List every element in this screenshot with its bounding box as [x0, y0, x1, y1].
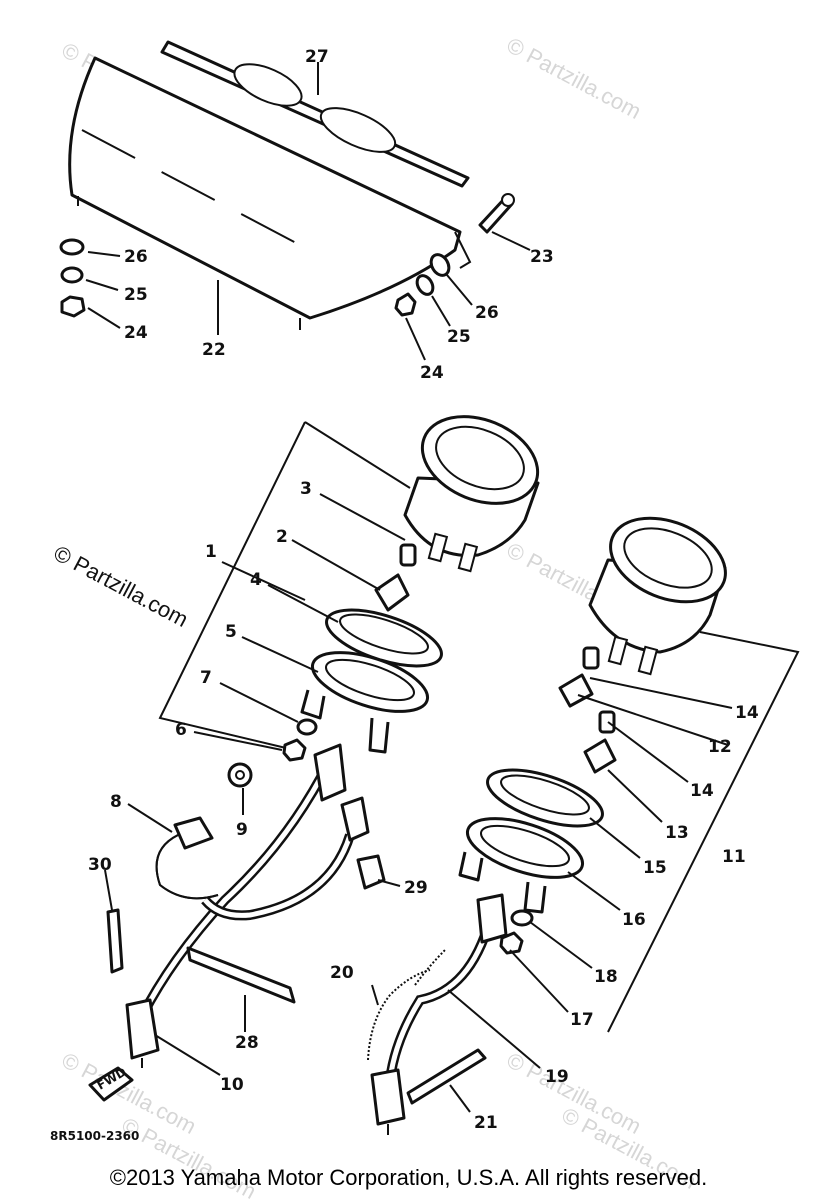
fwd-arrow-icon: FWD — [88, 1065, 134, 1102]
nut-24-right — [394, 292, 417, 317]
callout-5: 5 — [225, 622, 237, 642]
cushion-15 — [486, 768, 604, 828]
callout-26-right: 26 — [475, 303, 499, 323]
callout-11: 11 — [722, 847, 746, 867]
callout-30: 30 — [88, 855, 112, 875]
clamp-28 — [186, 946, 296, 1004]
bracket-16 — [458, 817, 585, 914]
diagram-code: 8R5100-2360 — [50, 1129, 139, 1143]
speedometer-cable-10 — [125, 743, 370, 1068]
socket-2 — [374, 573, 410, 612]
callout-9: 9 — [236, 820, 248, 840]
callout-25-left: 25 — [124, 285, 148, 305]
callout-3: 3 — [300, 479, 312, 499]
callout-22: 22 — [202, 340, 226, 360]
nut-24-left — [60, 295, 86, 318]
callout-24-right: 24 — [420, 363, 444, 383]
tachometer-cable-8 — [155, 816, 219, 900]
tachometer-body-14 — [588, 516, 727, 676]
grommet-9 — [227, 762, 253, 788]
meter-cover-22 — [68, 56, 472, 330]
lockwasher-25-right — [415, 274, 435, 296]
callout-10: 10 — [220, 1075, 244, 1095]
callout-6: 6 — [175, 720, 187, 740]
copyright-notice: ©2013 Yamaha Motor Corporation, U.S.A. A… — [109, 1165, 708, 1190]
gasket-27 — [160, 40, 470, 188]
speedometer-body-3 — [403, 415, 540, 573]
nut-17 — [499, 931, 524, 955]
clamp-30 — [106, 908, 124, 974]
callout-14-upper: 14 — [735, 703, 759, 723]
nut-6 — [282, 738, 307, 762]
socket-13 — [583, 738, 617, 774]
callout-25-right: 25 — [447, 327, 471, 347]
bulb-3 — [399, 543, 417, 567]
nut-7 — [296, 718, 318, 736]
callout-12: 12 — [708, 737, 732, 757]
bulb-14 — [582, 646, 600, 670]
callout-13: 13 — [665, 823, 689, 843]
callout-7: 7 — [200, 668, 212, 688]
washer-26-left — [59, 238, 85, 256]
callout-19: 19 — [545, 1067, 569, 1087]
callout-8: 8 — [110, 792, 122, 812]
screw-23 — [478, 193, 515, 234]
washer-26-right — [429, 253, 451, 277]
callout-18: 18 — [594, 967, 618, 987]
callout-23: 23 — [530, 247, 554, 267]
callout-21: 21 — [474, 1113, 498, 1133]
socket-12 — [558, 673, 594, 708]
callout-24-left: 24 — [124, 323, 148, 343]
clamp-21 — [406, 1048, 487, 1105]
callout-4: 4 — [250, 570, 262, 590]
bracket-5 — [300, 651, 430, 754]
callout-14-lower: 14 — [690, 781, 714, 801]
callout-26-left: 26 — [124, 247, 148, 267]
callout-28: 28 — [235, 1033, 259, 1053]
callout-15: 15 — [643, 858, 667, 878]
main-watermark: © Partzilla.com — [50, 540, 193, 632]
callout-17: 17 — [570, 1010, 594, 1030]
callout-2: 2 — [276, 527, 288, 547]
watermark: © Partzilla.com — [503, 32, 646, 124]
callout-16: 16 — [622, 910, 646, 930]
callout-27: 27 — [305, 47, 329, 67]
callout-20: 20 — [330, 963, 354, 983]
spring-20 — [367, 949, 446, 1061]
callout-29: 29 — [404, 878, 428, 898]
holder-29 — [356, 854, 386, 890]
callout-1: 1 — [205, 542, 217, 562]
washer-18 — [510, 909, 534, 927]
bulb-14b — [598, 710, 616, 734]
tachometer-cable-19 — [370, 893, 508, 1135]
lockwasher-25-left — [60, 266, 84, 284]
